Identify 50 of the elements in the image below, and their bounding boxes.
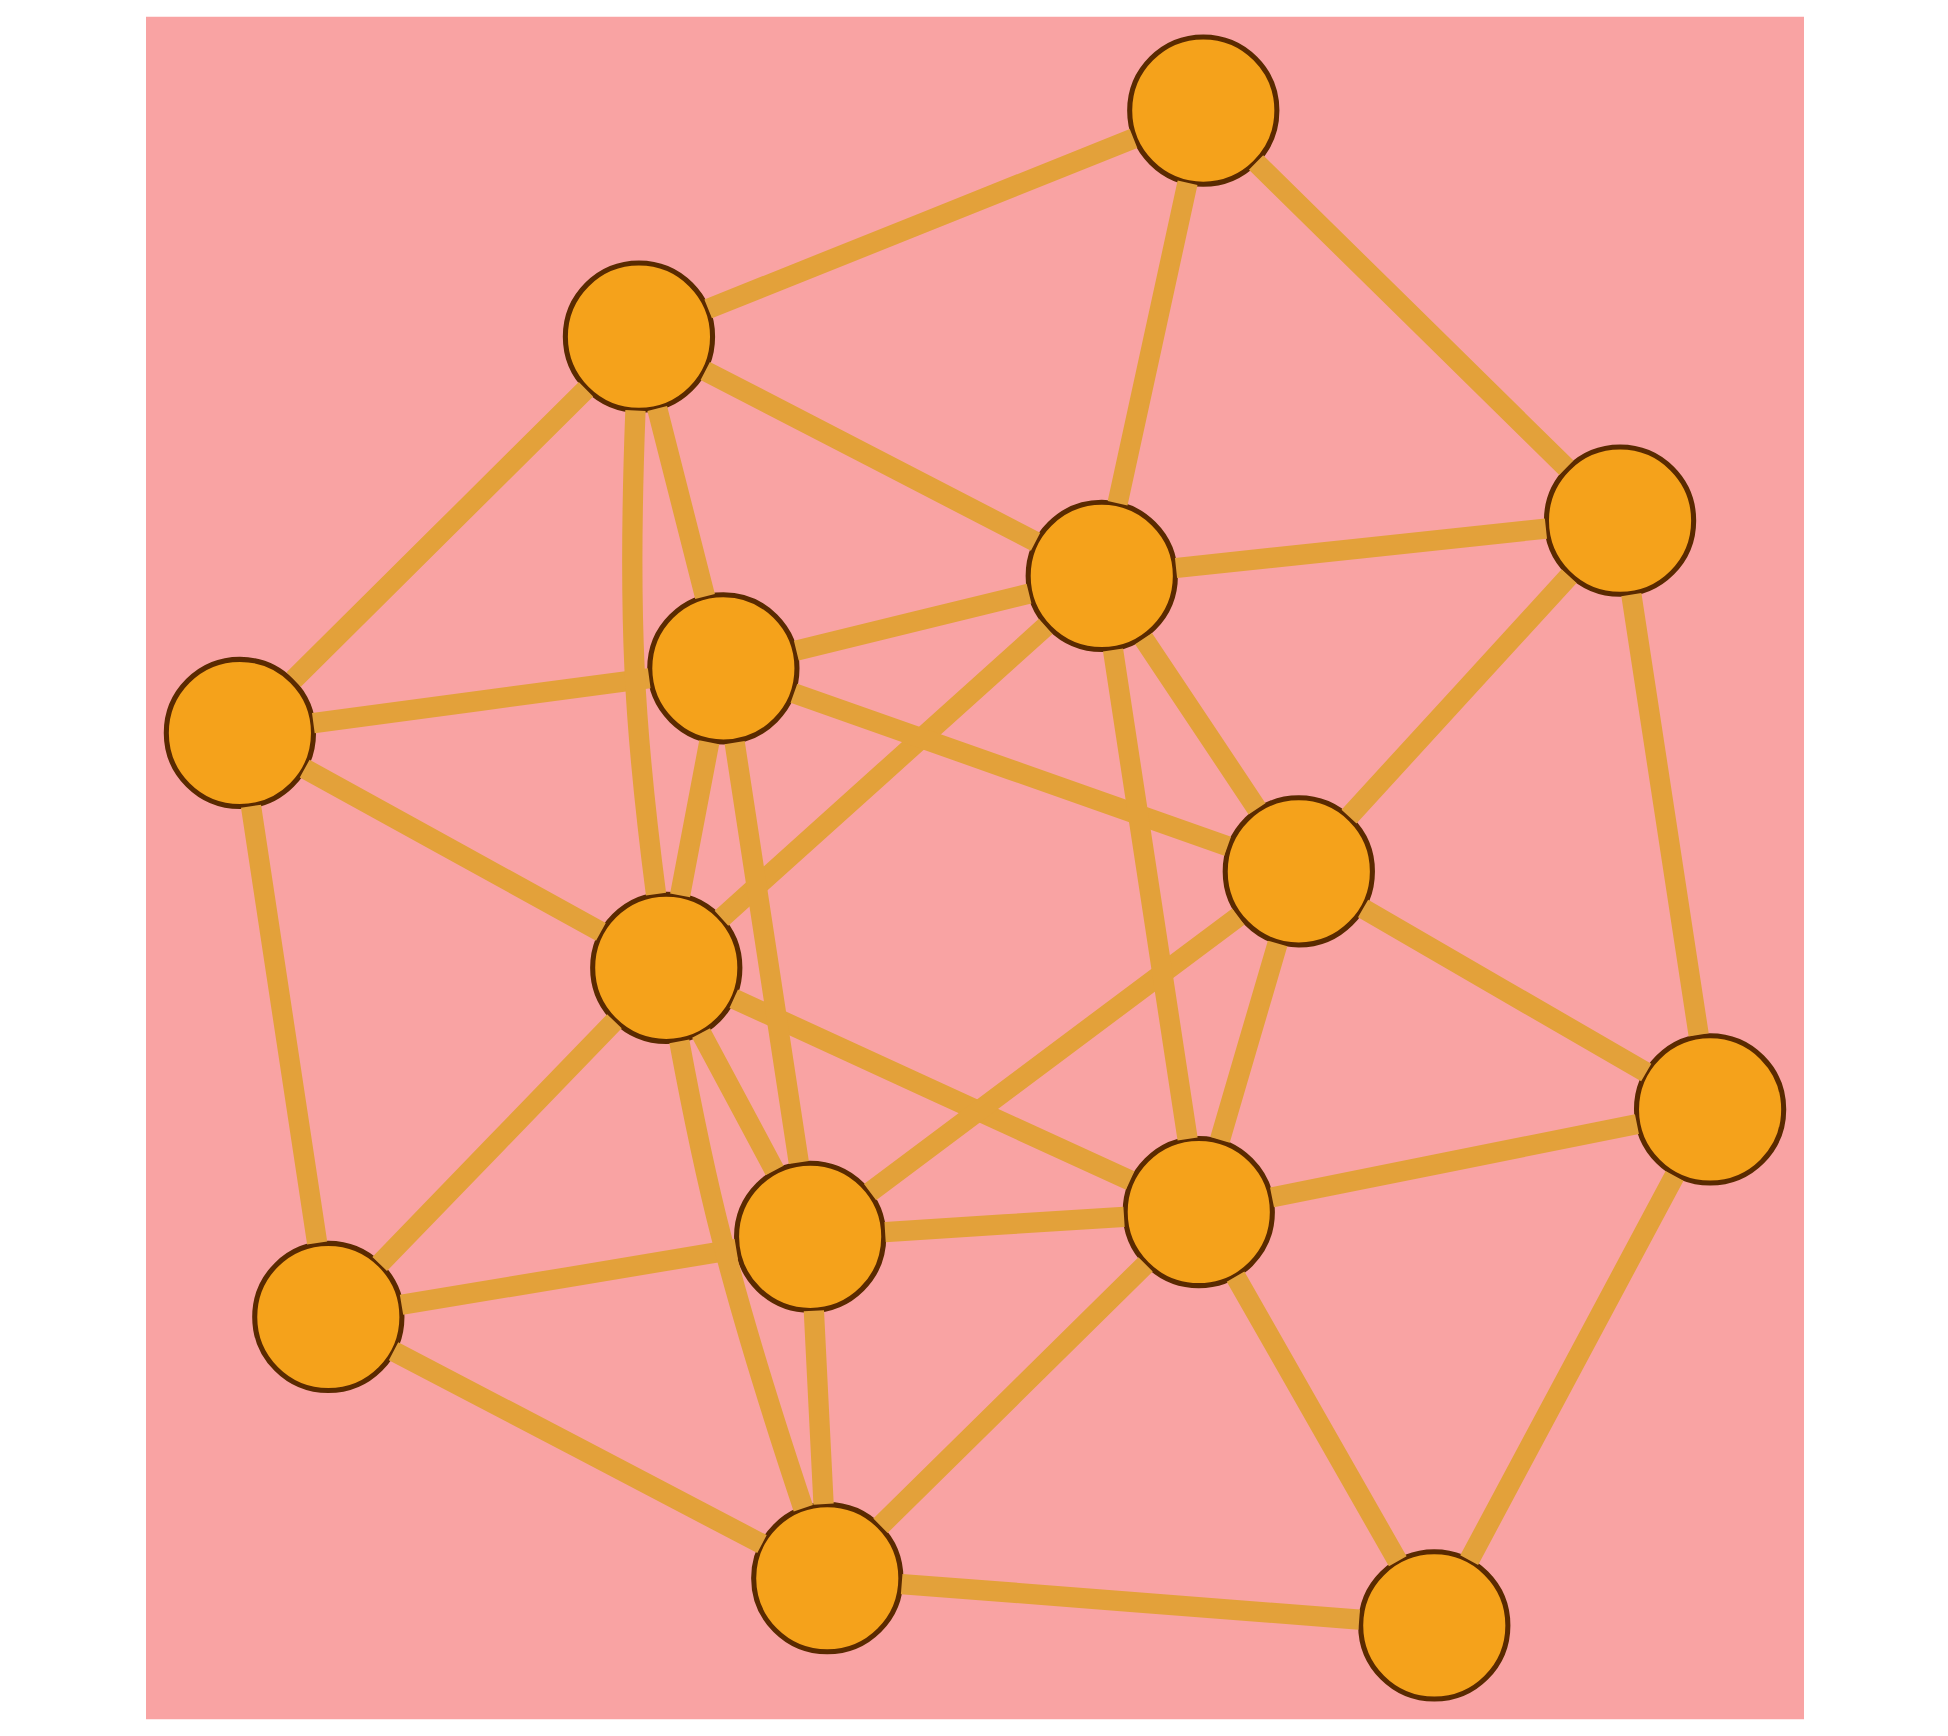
connector: [646, 406, 714, 600]
connector: [1247, 155, 1573, 476]
connector: [1225, 1271, 1406, 1567]
connector: [1620, 593, 1708, 1037]
connector: [872, 1257, 1152, 1533]
connector: [311, 668, 650, 734]
connector: [669, 740, 719, 898]
connector: [387, 1342, 766, 1554]
connector: [863, 908, 1244, 1201]
connector: [1356, 899, 1651, 1082]
node-circle: [1632, 1033, 1786, 1186]
node-circle: [1024, 499, 1177, 653]
node-circle: [251, 1240, 404, 1394]
connector: [728, 989, 1134, 1190]
connector: [371, 1014, 621, 1271]
connector: [883, 1206, 1124, 1243]
connector: [792, 583, 1031, 661]
node-circle: [162, 656, 316, 810]
connector: [1269, 1114, 1638, 1208]
node-circle: [646, 592, 799, 745]
connector: [1459, 1171, 1683, 1565]
node-circle: [750, 1502, 903, 1655]
node-circle: [1121, 1135, 1274, 1289]
node-circle: [561, 260, 715, 413]
node-circle: [589, 891, 742, 1044]
node-circle: [733, 1160, 886, 1313]
connector: [668, 1039, 812, 1512]
connector: [1173, 518, 1546, 579]
connector: [713, 618, 1052, 926]
node-circle: [1542, 444, 1696, 597]
connector: [398, 1239, 737, 1315]
connector: [621, 410, 666, 896]
connector: [298, 759, 605, 941]
connector: [1102, 648, 1197, 1141]
connector: [703, 129, 1137, 319]
connector: [1340, 569, 1576, 824]
connector: [699, 361, 1040, 551]
connector: [802, 1310, 833, 1505]
node-circle: [1221, 795, 1374, 948]
connector: [1134, 632, 1265, 815]
connector: [899, 1573, 1359, 1630]
connector: [723, 741, 808, 1165]
connector: [285, 382, 593, 687]
connector: [1106, 180, 1197, 506]
connector: [691, 1028, 783, 1176]
node-circle: [1126, 34, 1279, 187]
connector: [789, 683, 1231, 856]
connector: [1209, 940, 1287, 1143]
node-circle: [1357, 1549, 1510, 1702]
connector: [240, 804, 327, 1245]
